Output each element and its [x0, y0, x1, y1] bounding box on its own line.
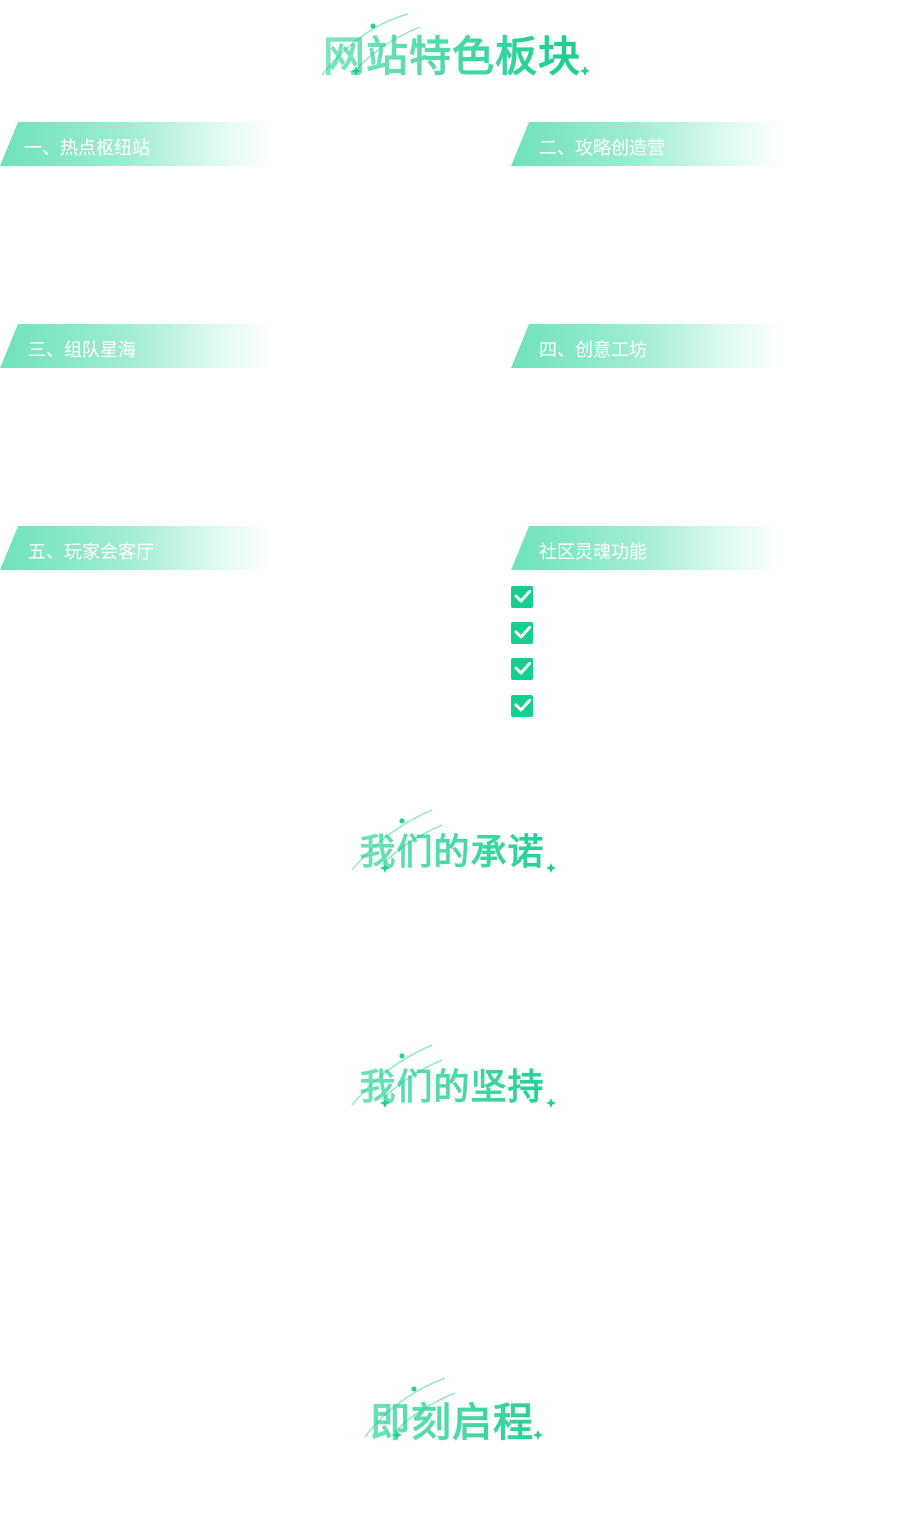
feature-header-label: 一、热点枢纽站	[24, 138, 150, 159]
section-title-text: 我们的承诺	[0, 823, 904, 875]
section-title-text: 我们的坚持	[0, 1058, 904, 1110]
section-title-features: 网站特色板块	[0, 5, 904, 85]
sparkle-decoration-icon	[364, 1377, 543, 1440]
feature-header-label: 三、组队星海	[28, 340, 136, 361]
checkbox-checked-icon	[511, 695, 533, 717]
feature-header-guide-camp: 二、攻略创造营	[511, 122, 781, 166]
section-title-text: 网站特色板块	[0, 23, 904, 84]
feature-header-label: 五、玩家会客厅	[28, 542, 154, 563]
section-title-promise: 我们的承诺	[0, 805, 904, 885]
checkbox-checked-icon	[511, 658, 533, 680]
feature-header-label: 社区灵魂功能	[539, 542, 647, 563]
sparkle-decoration-icon	[351, 809, 556, 873]
feature-header-hot-hub: 一、热点枢纽站	[0, 122, 270, 166]
feature-header-creative-workshop: 四、创意工坊	[511, 324, 781, 368]
section-title-persist: 我们的坚持	[0, 1040, 904, 1120]
feature-header-player-lounge: 五、玩家会客厅	[0, 526, 270, 570]
checkbox-checked-icon	[511, 622, 533, 644]
sparkle-decoration-icon	[351, 1044, 556, 1108]
feature-header-community-soul: 社区灵魂功能	[511, 526, 781, 570]
sparkle-decoration-icon	[321, 13, 590, 76]
checkbox-checked-icon	[511, 586, 533, 608]
feature-header-label: 四、创意工坊	[539, 340, 647, 361]
feature-header-label: 二、攻略创造营	[539, 138, 665, 159]
feature-header-team-sea: 三、组队星海	[0, 324, 270, 368]
section-title-start: 即刻启程	[0, 1372, 904, 1452]
